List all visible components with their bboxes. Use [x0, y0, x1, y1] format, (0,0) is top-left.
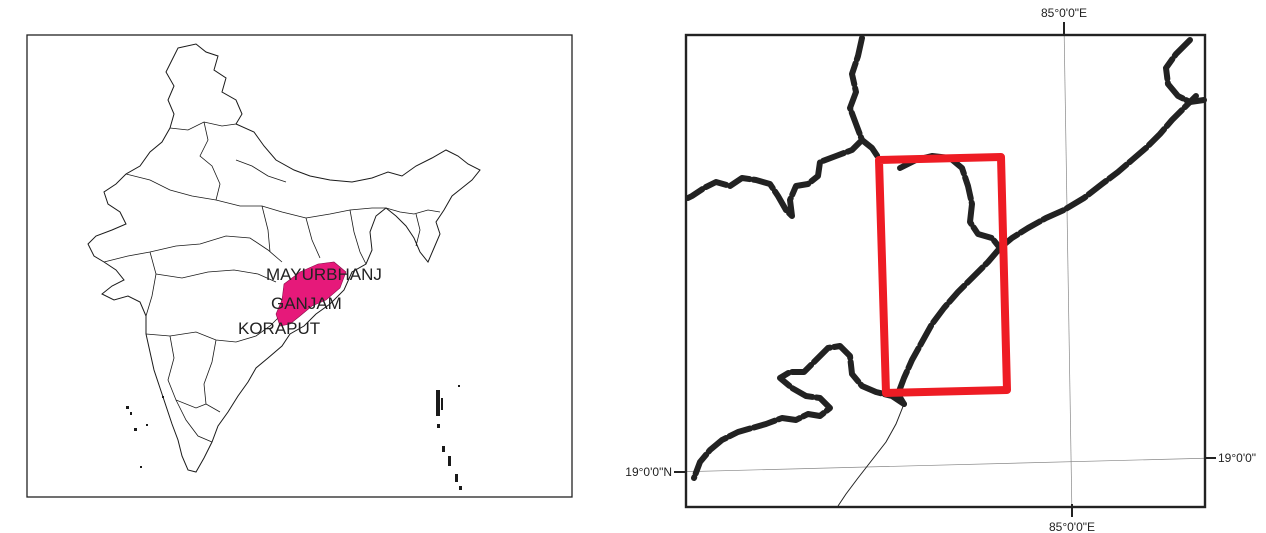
study-extent-box [875, 153, 1011, 397]
graticule-latitude-line [673, 457, 1215, 473]
district-boundaries [685, 35, 1207, 481]
graticule-label-lat-left: 19°0'0"N [625, 465, 672, 479]
islands [126, 385, 462, 490]
overview-map-frame [26, 34, 573, 498]
study-area-highlight [275, 261, 347, 327]
graticule-label-lat-right: 19°0'0" [1218, 451, 1256, 465]
overview-map: MAYURBHANJ GANJAM KORAPUT [26, 34, 573, 498]
india-outline [87, 43, 481, 473]
coastal-line [837, 403, 905, 507]
district-label-ganjam: GANJAM [271, 294, 342, 313]
detail-map: 85°0'0"E 85°0'0"E 19°0'0"N 19°0'0" [625, 6, 1256, 533]
detail-map-frame [684, 33, 1207, 509]
graticule-label-lon-top: 85°0'0"E [1041, 6, 1087, 20]
district-label-koraput: KORAPUT [238, 319, 320, 338]
district-label-mayurbhanj: MAYURBHANJ [266, 265, 382, 284]
graticule-longitude-line [1063, 23, 1073, 518]
graticule-label-lon-bottom: 85°0'0"E [1049, 520, 1095, 533]
state-boundaries [103, 121, 441, 443]
